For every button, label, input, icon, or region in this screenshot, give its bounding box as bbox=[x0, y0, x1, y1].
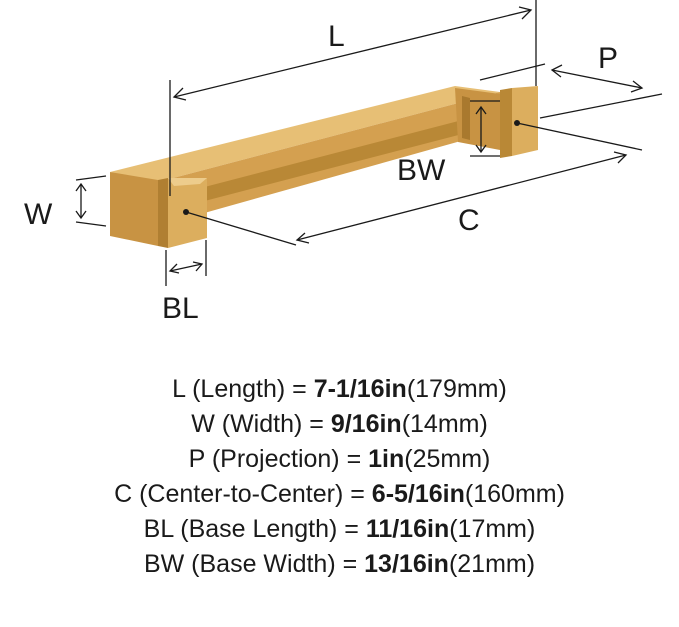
spec-name: (Width) = bbox=[221, 410, 331, 438]
right-leg bbox=[455, 88, 500, 150]
right-base-plate bbox=[512, 86, 538, 156]
spec-value-metric: (179mm) bbox=[406, 375, 507, 403]
handle-bar-shadow bbox=[170, 118, 470, 210]
c-dimension-line bbox=[296, 154, 627, 241]
spec-row-projection: P (Projection) = 1in(25mm) bbox=[0, 442, 679, 477]
spec-row-length: L (Length) = 7-1/16in(179mm) bbox=[0, 372, 679, 407]
spec-symbol: BL bbox=[143, 515, 174, 543]
dimension-spec-list: L (Length) = 7-1/16in(179mm) W (Width) =… bbox=[0, 372, 679, 582]
right-base-side bbox=[500, 88, 512, 158]
c-extension-left bbox=[185, 211, 297, 246]
spec-value-metric: (17mm) bbox=[449, 515, 536, 543]
dimension-lines bbox=[75, 0, 663, 286]
spec-row-center-to-center: C (Center-to-Center) = 6-5/16in(160mm) bbox=[0, 477, 679, 512]
label-l: L bbox=[328, 20, 345, 53]
bl-arrow-right bbox=[192, 261, 204, 272]
p-arrow-right bbox=[630, 80, 644, 93]
spec-name: (Center-to-Center) = bbox=[139, 480, 372, 508]
p-extension-top bbox=[479, 63, 546, 81]
spec-row-width: W (Width) = 9/16in(14mm) bbox=[0, 407, 679, 442]
w-arrow-top bbox=[75, 182, 87, 192]
right-leg-inner bbox=[462, 96, 470, 140]
spec-value-metric: (25mm) bbox=[404, 445, 491, 473]
w-extension-bottom bbox=[75, 221, 107, 227]
c-extension-right bbox=[516, 122, 643, 151]
handle-dimension-diagram: L P BW W C BL bbox=[24, 0, 663, 325]
left-base-side bbox=[158, 178, 168, 248]
bw-arrow-top bbox=[475, 105, 487, 115]
w-arrow-bottom bbox=[75, 210, 87, 220]
spec-value-imperial: 9/16in bbox=[330, 410, 402, 438]
c-arrow-right bbox=[613, 151, 628, 164]
p-extension-bottom bbox=[539, 93, 663, 119]
spec-symbol: BW bbox=[143, 550, 185, 578]
label-bw: BW bbox=[397, 154, 446, 187]
spec-name: (Projection) = bbox=[211, 445, 369, 473]
spec-value-imperial: 13/16in bbox=[364, 550, 449, 578]
left-leg bbox=[110, 172, 158, 246]
label-c: C bbox=[458, 204, 480, 237]
l-arrow-right bbox=[518, 6, 533, 20]
spec-symbol: P bbox=[188, 445, 205, 473]
l-dimension-line bbox=[173, 9, 532, 98]
spec-name: (Base Length) = bbox=[180, 515, 366, 543]
label-p: P bbox=[598, 42, 618, 75]
spec-value-imperial: 7-1/16in bbox=[313, 375, 407, 403]
spec-symbol: W bbox=[191, 410, 215, 438]
spec-value-imperial: 6-5/16in bbox=[371, 480, 465, 508]
bl-arrow-left bbox=[168, 263, 180, 274]
spec-value-metric: (21mm) bbox=[448, 550, 536, 578]
spec-value-metric: (160mm) bbox=[464, 480, 565, 508]
spec-symbol: L bbox=[172, 375, 186, 403]
p-arrow-left bbox=[550, 64, 563, 78]
bw-arrow-bottom bbox=[475, 144, 487, 154]
dimension-labels: L P BW W C BL bbox=[24, 20, 618, 325]
l-arrow-left bbox=[172, 87, 187, 101]
spec-row-base-length: BL (Base Length) = 11/16in(17mm) bbox=[0, 512, 679, 547]
cabinet-pull-handle bbox=[110, 86, 538, 248]
bl-dimension-line bbox=[169, 263, 203, 272]
left-base-bevel bbox=[168, 178, 207, 186]
handle-bar-top bbox=[110, 86, 500, 182]
spec-symbol: C bbox=[114, 480, 133, 508]
spec-name: (Length) = bbox=[192, 375, 314, 403]
label-w: W bbox=[24, 198, 53, 231]
c-arrow-left bbox=[295, 232, 310, 244]
label-bl: BL bbox=[162, 292, 199, 325]
spec-name: (Base Width) = bbox=[191, 550, 365, 578]
p-dimension-line bbox=[551, 69, 643, 89]
spec-value-imperial: 1in bbox=[368, 445, 405, 473]
spec-value-imperial: 11/16in bbox=[365, 515, 450, 543]
spec-value-metric: (14mm) bbox=[401, 410, 488, 438]
w-extension-top bbox=[75, 175, 107, 181]
spec-row-base-width: BW (Base Width) = 13/16in(21mm) bbox=[0, 547, 679, 582]
